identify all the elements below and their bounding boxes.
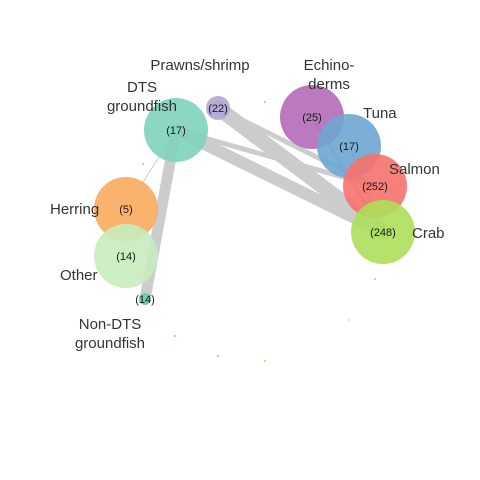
stray-dot <box>264 101 266 103</box>
node-dts <box>144 98 208 162</box>
node-label-prawns: Prawns/shrimp <box>150 57 249 74</box>
node-label-other: Other <box>60 267 98 284</box>
edge-dts-crab <box>170 124 389 238</box>
node-count-other: (14) <box>116 251 136 263</box>
node-count-echinoderms: (25) <box>302 112 322 124</box>
stray-dot <box>217 355 219 357</box>
stray-dot <box>374 278 376 280</box>
node-prawns <box>206 96 230 120</box>
node-nondts <box>139 293 151 305</box>
node-label-echinoderms: derms <box>308 76 350 93</box>
node-other <box>94 224 158 288</box>
label-layer: (22) Prawns/shrimp (25) Echino-derms (17) DTS… <box>50 57 445 352</box>
node-label-nondts: Non-DTS <box>79 316 142 333</box>
node-herring <box>94 177 158 241</box>
node-count-herring: (5) <box>119 204 132 216</box>
stray-dot <box>174 335 176 337</box>
node-count-dts: (17) <box>166 125 186 137</box>
node-label-echinoderms: Echino- <box>304 57 355 74</box>
node-label-tuna: Tuna <box>363 105 397 122</box>
node-count-prawns: (22) <box>208 103 228 115</box>
node-label-salmon: Salmon <box>389 161 440 178</box>
node-label-herring: Herring <box>50 201 99 218</box>
node-label-dts: DTS <box>127 79 157 96</box>
node-layer <box>94 85 415 362</box>
stray-dot <box>142 163 144 165</box>
node-count-nondts: (14) <box>135 294 155 306</box>
node-label-crab: Crab <box>412 225 445 242</box>
node-crab <box>351 200 415 264</box>
stray-dot <box>264 360 266 362</box>
node-count-crab: (248) <box>370 227 396 239</box>
node-label-nondts: groundfish <box>75 335 145 352</box>
stray-dot <box>348 319 350 321</box>
node-count-salmon: (252) <box>362 181 388 193</box>
node-label-dts: groundfish <box>107 98 177 115</box>
node-count-tuna: (17) <box>339 141 359 153</box>
